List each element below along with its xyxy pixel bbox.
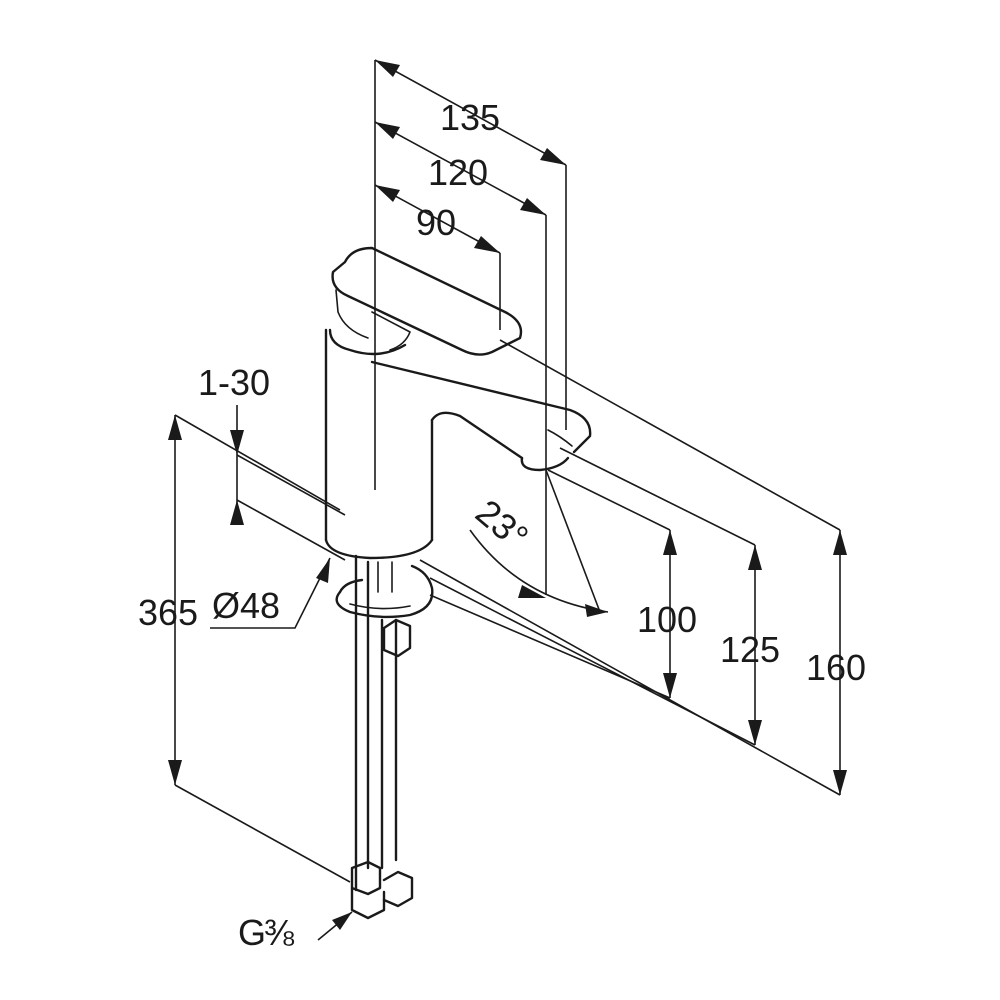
label-135: 135	[440, 97, 500, 138]
label-angle-23: 23°	[468, 491, 536, 557]
label-120: 120	[428, 152, 488, 193]
label-90: 90	[416, 202, 456, 243]
label-365: 365	[138, 592, 198, 633]
label-thread-g: G	[238, 912, 266, 953]
label-thread-fraction: ⅜	[264, 912, 295, 953]
label-125: 125	[720, 629, 780, 670]
faucet-outline	[324, 246, 592, 920]
label-diameter-48: Ø48	[212, 585, 280, 626]
dimension-lines	[174, 59, 841, 941]
label-160: 160	[806, 647, 866, 688]
label-1-30: 1-30	[198, 362, 270, 403]
dimension-labels: 135 120 90 1-30 365 Ø48 23° 100 125 160 …	[138, 97, 866, 953]
arrowheads	[168, 60, 847, 930]
label-100: 100	[637, 599, 697, 640]
